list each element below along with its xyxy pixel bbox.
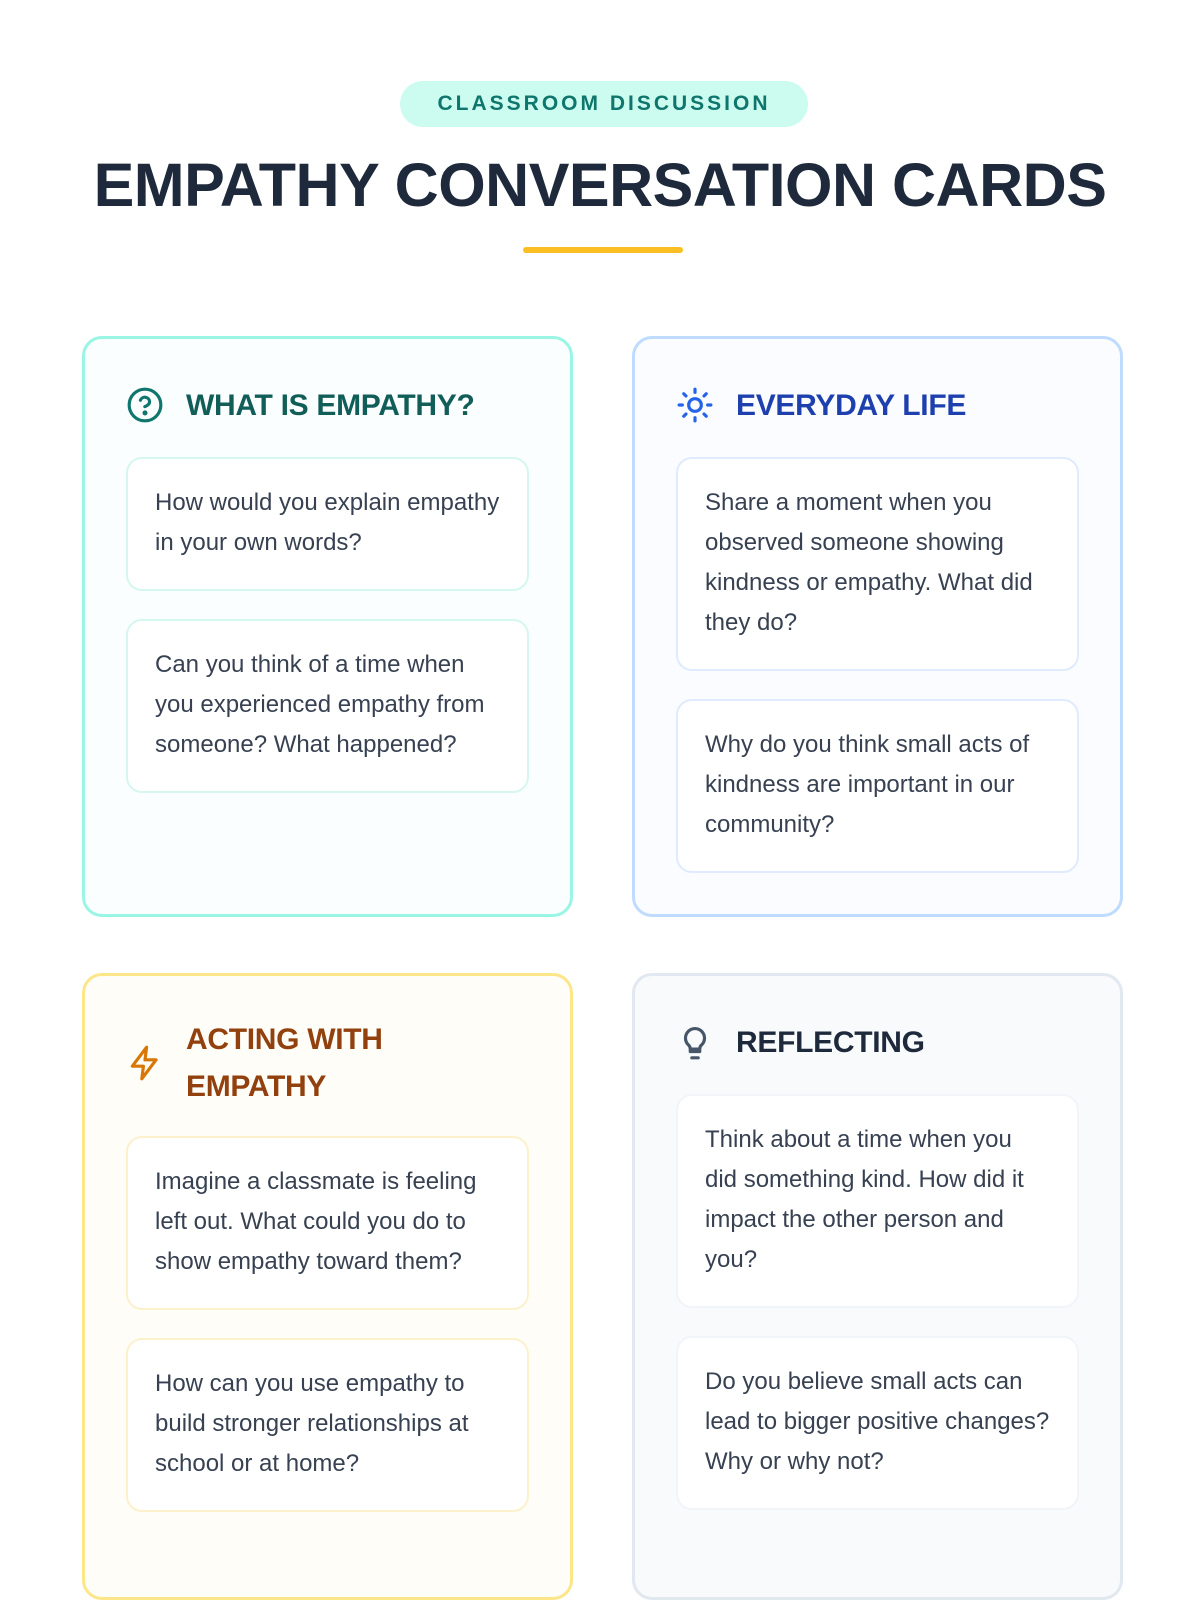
card-reflecting: REFLECTING Think about a time when you d… [632, 973, 1123, 1600]
card-acting-with-empathy: ACTING WITH EMPATHY Imagine a classmate … [82, 973, 573, 1600]
title-underline [523, 247, 683, 253]
question-card: Can you think of a time when you experie… [126, 619, 529, 793]
card-everyday-life: EVERYDAY LIFE Share a moment when you ob… [632, 336, 1123, 917]
card-title: REFLECTING [736, 1025, 925, 1059]
lightbulb-icon [683, 1027, 707, 1060]
lightning-icon [130, 1045, 158, 1081]
card-what-is-empathy: WHAT IS EMPATHY? How would you explain e… [82, 336, 573, 917]
question-card: Think about a time when you did somethin… [676, 1094, 1079, 1308]
card-title: ACTING WITH EMPATHY [186, 1023, 383, 1103]
sun-icon [677, 387, 713, 423]
question-card: Imagine a classmate is feeling left out.… [126, 1136, 529, 1310]
question-card: How can you use empathy to build stronge… [126, 1338, 529, 1512]
question-card: How would you explain empathy in your ow… [126, 457, 529, 591]
question-circle-icon [127, 387, 163, 423]
question-card: Share a moment when you observed someone… [676, 457, 1079, 671]
card-title: EVERYDAY LIFE [736, 388, 967, 422]
question-card: Do you believe small acts can lead to bi… [676, 1336, 1079, 1510]
question-card: Why do you think small acts of kindness … [676, 699, 1079, 873]
card-title: WHAT IS EMPATHY? [186, 388, 475, 422]
page-title: EMPATHY CONVERSATION CARDS [93, 151, 1107, 219]
category-badge: CLASSROOM DISCUSSION [400, 81, 808, 127]
